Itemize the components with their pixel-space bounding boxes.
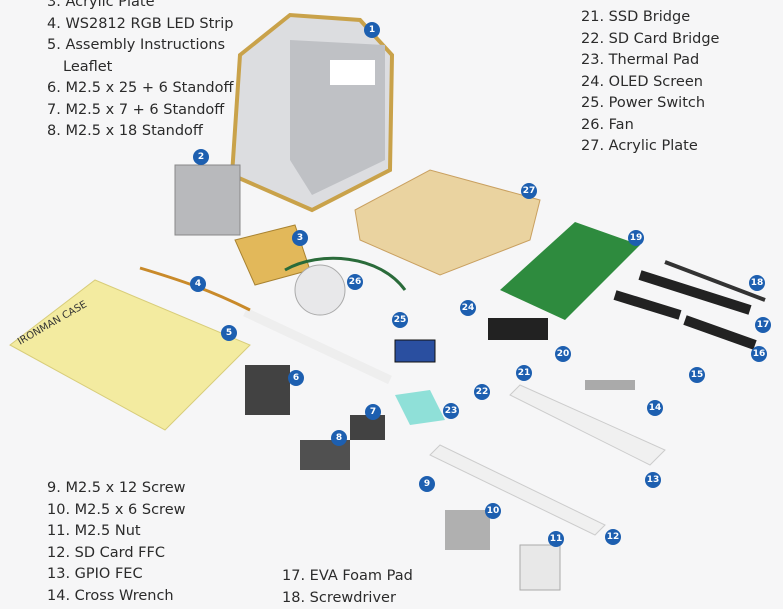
- badge: 17: [755, 317, 771, 333]
- badge: 18: [749, 275, 765, 291]
- nuts-part: [520, 545, 560, 590]
- acrylic-plate-large-part: [355, 170, 540, 275]
- badge: 5: [221, 325, 237, 341]
- badge: 27: [521, 183, 537, 199]
- screws-part: [350, 415, 385, 440]
- fan-part: [295, 265, 345, 315]
- case-window: [330, 60, 375, 85]
- badge: 20: [555, 346, 571, 362]
- badge: 13: [645, 472, 661, 488]
- badge: 16: [751, 346, 767, 362]
- badge: 8: [331, 430, 347, 446]
- badge: 14: [647, 400, 663, 416]
- standoffs-part: [245, 365, 290, 415]
- badge: 24: [460, 300, 476, 316]
- badge: 3: [292, 230, 308, 246]
- badge: 26: [347, 274, 363, 290]
- badge: 7: [365, 404, 381, 420]
- badge: 1: [364, 22, 380, 38]
- badge: 12: [605, 529, 621, 545]
- badge: 23: [443, 403, 459, 419]
- badge: 21: [516, 365, 532, 381]
- thermal-pad-part: [395, 390, 445, 425]
- badge: 15: [689, 367, 705, 383]
- heatsink-part: [175, 165, 240, 235]
- badge: 6: [288, 370, 304, 386]
- badge: 25: [392, 312, 408, 328]
- foam-pad-part: [615, 295, 680, 315]
- badge: 9: [419, 476, 435, 492]
- leaflet-part: [10, 280, 250, 430]
- foam-pad-part: [685, 320, 755, 345]
- ssd-bridge-part: [488, 318, 548, 340]
- oled-part: [395, 340, 435, 362]
- screws-part: [445, 510, 490, 550]
- ffc-part: [510, 385, 665, 465]
- badge: 22: [474, 384, 490, 400]
- badge: 2: [193, 149, 209, 165]
- wrench-part: [585, 380, 635, 390]
- badge: 10: [485, 503, 501, 519]
- badge: 4: [190, 276, 206, 292]
- badge: 11: [548, 531, 564, 547]
- badge: 19: [628, 230, 644, 246]
